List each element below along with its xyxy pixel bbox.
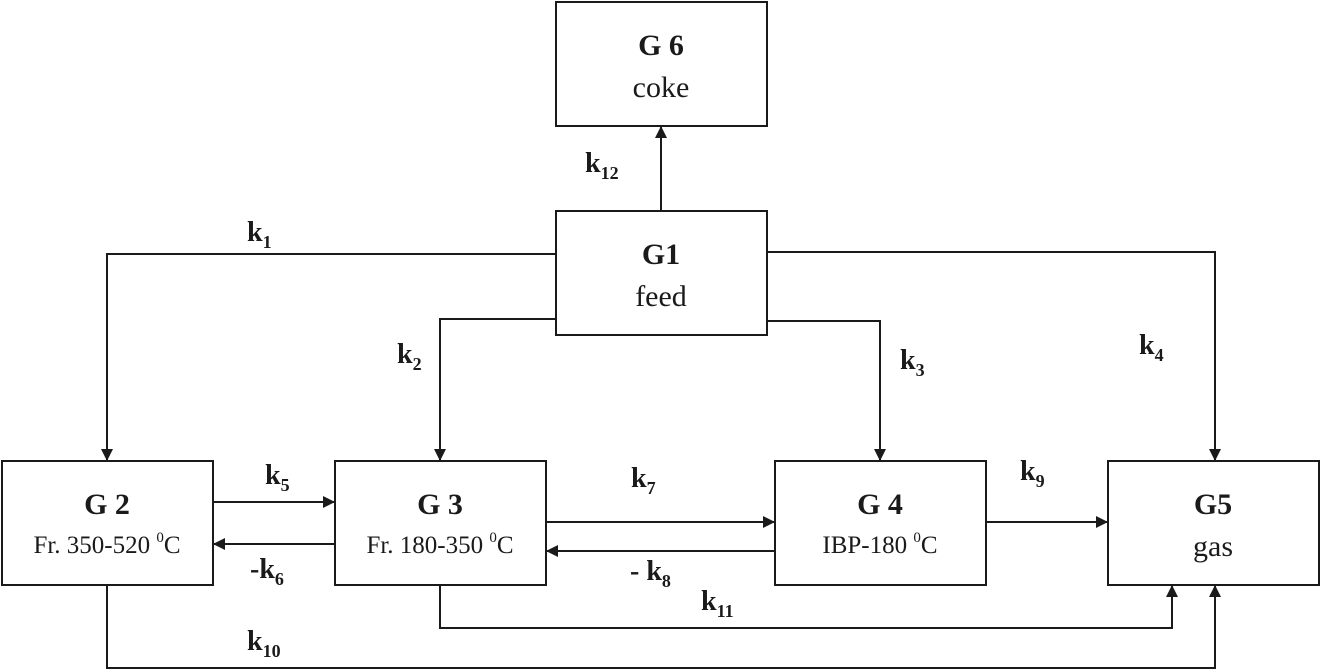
node-g4-title: G 4 — [857, 488, 903, 521]
label-k9: k9 — [1020, 456, 1045, 491]
label-k11: k11 — [701, 586, 734, 621]
node-g5-gas: G5 gas — [1107, 460, 1320, 586]
label-k1: k1 — [247, 217, 272, 252]
label-k8: - k8 — [630, 556, 671, 591]
edge-g1-to-g3 — [434, 318, 556, 461]
edge-g1-to-g2 — [101, 253, 556, 461]
node-g4-fraction: G 4 IBP-180 0C — [774, 460, 987, 586]
edge-g1-to-g4 — [767, 320, 886, 461]
node-g6-subtitle: coke — [633, 71, 690, 104]
label-k6: -k6 — [250, 554, 284, 589]
node-g5-subtitle: gas — [1193, 530, 1233, 563]
label-k7: k7 — [631, 463, 656, 498]
label-k4: k4 — [1139, 330, 1164, 365]
edge-g3-to-g5 — [439, 585, 1178, 629]
node-g1-subtitle: feed — [635, 280, 687, 313]
node-g4-subtitle: IBP-180 0C — [822, 530, 937, 559]
node-g6-title: G 6 — [638, 29, 684, 62]
node-g2-title: G 2 — [84, 488, 130, 521]
label-k2: k2 — [397, 339, 422, 374]
node-g1-feed: G1 feed — [555, 210, 768, 336]
node-g1-title: G1 — [642, 238, 680, 271]
label-k3: k3 — [900, 345, 925, 380]
node-g5-title: G5 — [1194, 488, 1232, 521]
label-k12: k12 — [585, 148, 619, 183]
node-g2-fraction: G 2 Fr. 350-520 0C — [1, 460, 214, 586]
edge-g2-to-g5 — [106, 585, 1221, 669]
node-g6-coke: G 6 coke — [555, 1, 768, 127]
node-g3-fraction: G 3 Fr. 180-350 0C — [334, 460, 547, 586]
label-k5: k5 — [265, 460, 290, 495]
node-g2-subtitle: Fr. 350-520 0C — [33, 530, 180, 559]
label-k10: k10 — [247, 626, 281, 661]
node-g3-title: G 3 — [417, 488, 463, 521]
node-g3-subtitle: Fr. 180-350 0C — [366, 530, 513, 559]
edge-g1-to-g5 — [767, 251, 1221, 461]
